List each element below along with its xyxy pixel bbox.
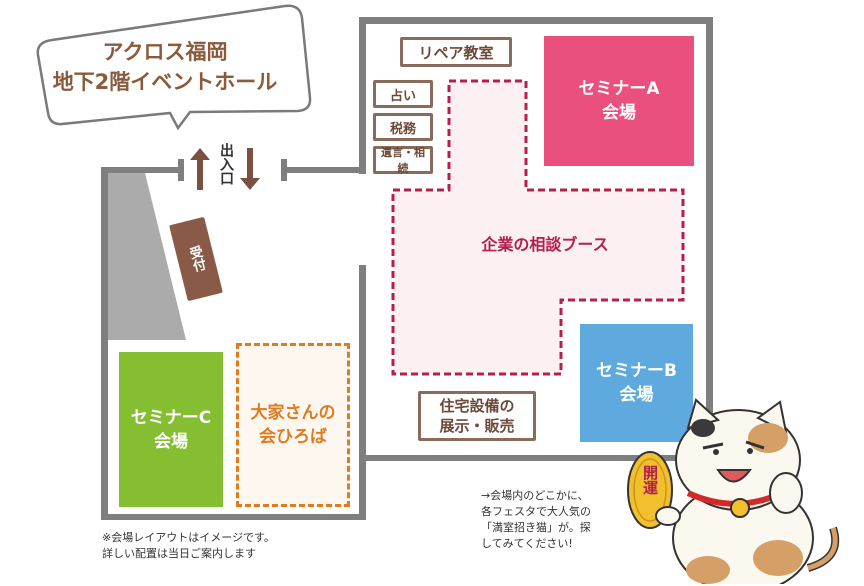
cat-note-line-3: 「満室招き猫」が。探 [481,521,591,534]
wall-top-right [359,17,713,24]
door-post-left [178,159,184,181]
cat-note-line-2: 各フェスタで大人気の [481,505,591,518]
callout-title: アクロス福岡 地下2階イベントホール [30,12,300,122]
seminar-c-room: セミナーC 会場 [119,352,223,507]
landlord-plaza: 大家さんの 会ひろば [236,343,350,507]
landlord-line-2: 会ひろば [259,427,327,447]
housing-equipment-display: 住宅設備の 展示・販売 [418,391,536,441]
entrance-label: 出入口 [218,143,234,185]
seminar-b-line-2: 会場 [619,385,654,405]
layout-note-line-2: 詳しい配置は当日ご案内します [102,547,256,560]
tax-booth: 税務 [373,113,433,141]
seminar-a-room: セミナーA 会場 [544,36,694,166]
charm-label: 開運 [641,465,659,495]
repair-class: リペア教室 [400,37,512,67]
landlord-line-1: 大家さんの [250,403,336,423]
layout-note-line-1: ※会場レイアウトはイメージです。 [102,531,275,544]
lucky-cat-icon: 開運 [627,398,840,584]
wall-top-left [101,167,184,173]
housing-line-1: 住宅設備の [439,397,515,415]
wall-right [706,17,713,462]
callout-line-1: アクロス福岡 [102,40,228,64]
cat-note-line-1: →会場内のどこかに、 [481,489,589,502]
seminar-b-room: セミナーB 会場 [580,324,693,442]
repair-class-label: リペア教室 [418,43,494,62]
callout-line-2: 地下2階イベントホール [52,70,278,94]
wall-inner-vertical-bottom [359,265,366,520]
consultation-booth-label: 企業の相談ブース [481,235,609,254]
layout-note: ※会場レイアウトはイメージです。 詳しい配置は当日ご案内します [102,530,342,562]
seminar-a-line-1: セミナーA [578,79,660,99]
housing-line-2: 展示・販売 [439,417,515,435]
wall-inner-vertical-top [359,17,366,174]
fortune-booth: 占い [373,80,433,108]
entrance-out-arrow-icon [240,148,260,190]
fortune-label: 占い [389,88,416,104]
inheritance-label: 遺言・相続 [381,146,425,175]
wall-bottom-left [101,514,366,520]
wall-left [101,167,108,520]
seminar-c-line-2: 会場 [154,431,188,452]
seminar-a-line-2: 会場 [602,103,636,123]
entrance-in-arrow-icon [190,148,210,190]
cat-note: →会場内のどこかに、 各フェスタで大人気の 「満室招き猫」が。探 してみてくださ… [481,488,641,552]
callout-bubble [36,4,312,131]
inheritance-booth: 遺言・相続 [373,146,433,175]
seminar-b-line-1: セミナーB [596,361,677,381]
tax-label: 税務 [389,121,416,137]
seminar-c-line-1: セミナーC [130,407,212,428]
cat-note-line-4: してみてください! [481,537,573,550]
wall-top-middle [281,167,366,173]
wall-bottom-right [362,455,713,461]
door-post-right [281,159,287,181]
